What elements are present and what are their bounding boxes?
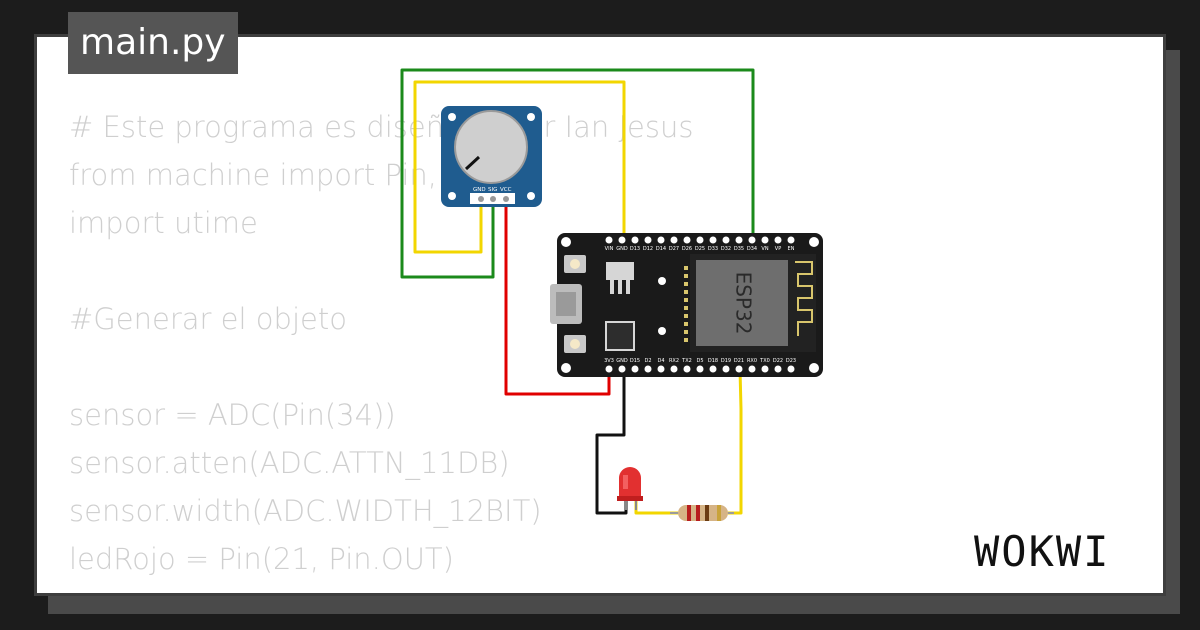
- esp32-pin[interactable]: [748, 365, 756, 373]
- esp32-pin[interactable]: [787, 236, 795, 244]
- esp32-pin[interactable]: [657, 236, 665, 244]
- esp32-pin-label: D35: [734, 246, 744, 252]
- wires: [400, 68, 755, 515]
- esp32-pin-label: VIN: [605, 246, 614, 252]
- esp32-pin[interactable]: [787, 365, 795, 373]
- esp32-pin[interactable]: [644, 365, 652, 373]
- esp32-pin[interactable]: [761, 365, 769, 373]
- esp32-pin[interactable]: [735, 236, 743, 244]
- esp32-pin-label: D4: [657, 358, 664, 364]
- esp32-pin-label: D25: [695, 246, 705, 252]
- esp32-pin-label: RX0: [747, 358, 757, 364]
- code-line: sensor = ADC(Pin(34)): [69, 398, 396, 432]
- file-tab[interactable]: main.py: [68, 12, 238, 74]
- esp32-pin-label: D18: [708, 358, 718, 364]
- wokwi-logo: WOKWI: [974, 527, 1110, 576]
- esp32-pin-label: TX0: [759, 358, 770, 364]
- esp32-pin-label: D34: [747, 246, 757, 252]
- chip-label: ESP32: [732, 272, 756, 335]
- resistor[interactable]: [670, 505, 734, 521]
- red-led[interactable]: [617, 467, 643, 510]
- esp32-pin-label: TX2: [681, 358, 692, 364]
- esp32-pin-label: D15: [630, 358, 640, 364]
- code-line: ledRojo = Pin(21, Pin.OUT): [69, 542, 454, 576]
- esp32-pin[interactable]: [683, 365, 691, 373]
- esp32-pin[interactable]: [774, 236, 782, 244]
- esp32-pin[interactable]: [605, 236, 613, 244]
- esp32-pin[interactable]: [735, 365, 743, 373]
- esp32-pin-label: D14: [656, 246, 666, 252]
- esp32-pin-label: D23: [786, 358, 796, 364]
- esp32-pin-label: 3V3: [604, 358, 614, 364]
- esp32-pin[interactable]: [631, 365, 639, 373]
- esp32-pin-label: GND: [616, 246, 628, 252]
- esp32-pin[interactable]: [670, 365, 678, 373]
- esp32-pin[interactable]: [722, 365, 730, 373]
- esp32-pin-label: D32: [721, 246, 731, 252]
- code-line: sensor.width(ADC.WIDTH_12BIT): [69, 494, 542, 528]
- knob[interactable]: [454, 110, 528, 184]
- esp32-pin-label: D22: [773, 358, 783, 364]
- esp32-pin-label: D5: [696, 358, 703, 364]
- knob-indicator: [464, 155, 481, 171]
- wire-yellow-pot: [413, 80, 626, 254]
- esp32-pin-label: EN: [788, 246, 795, 252]
- esp32-pin-label: RX2: [669, 358, 679, 364]
- esp32-pin[interactable]: [618, 236, 626, 244]
- pot-pin-label: VCC: [500, 187, 512, 193]
- wire-red: [504, 200, 611, 396]
- wire-black: [595, 369, 628, 515]
- esp32-pin-label: D12: [643, 246, 653, 252]
- wire-yellow-led: [634, 500, 678, 515]
- esp32-pin[interactable]: [709, 236, 717, 244]
- esp32-pin[interactable]: [644, 236, 652, 244]
- wire-green: [400, 68, 755, 279]
- wire-yellow-resistor: [728, 368, 743, 515]
- esp32-pin[interactable]: [657, 365, 665, 373]
- esp32-pin[interactable]: [748, 236, 756, 244]
- esp32-pin-label: D2: [644, 358, 651, 364]
- esp32-pin[interactable]: [670, 236, 678, 244]
- esp32-pin-label: VN: [761, 246, 768, 252]
- esp32-pin[interactable]: [696, 365, 704, 373]
- esp32-pin[interactable]: [761, 236, 769, 244]
- esp32-pin[interactable]: [696, 236, 704, 244]
- esp32-pin[interactable]: [618, 365, 626, 373]
- pot-pin-label: SIG: [488, 187, 497, 193]
- esp32-pin[interactable]: [683, 236, 691, 244]
- potentiometer[interactable]: GND SIG VCC: [441, 106, 542, 207]
- pot-pin-label: GND: [473, 187, 486, 193]
- esp32-pin-label: D26: [682, 246, 692, 252]
- esp32-pin-label: D19: [721, 358, 731, 364]
- esp32-pin-label: D21: [734, 358, 744, 364]
- esp32-pin-label: GND: [616, 358, 628, 364]
- esp32-pin-label: D13: [630, 246, 640, 252]
- code-line: import utime: [69, 206, 258, 240]
- esp32-pin-label: VP: [775, 246, 781, 252]
- esp32-pin[interactable]: [605, 365, 613, 373]
- esp32-pin[interactable]: [631, 236, 639, 244]
- esp32-pin[interactable]: [774, 365, 782, 373]
- esp32-pin[interactable]: [722, 236, 730, 244]
- esp32-chip: [696, 260, 788, 346]
- esp32-pin[interactable]: [709, 365, 717, 373]
- wokwi-logo-text: WOKWI: [974, 527, 1110, 576]
- code-line: #Generar el objeto: [69, 302, 347, 336]
- esp32-pin-label: D33: [708, 246, 718, 252]
- esp32-pin-label: D27: [669, 246, 679, 252]
- code-line: sensor.atten(ADC.ATTN_11DB): [69, 446, 510, 480]
